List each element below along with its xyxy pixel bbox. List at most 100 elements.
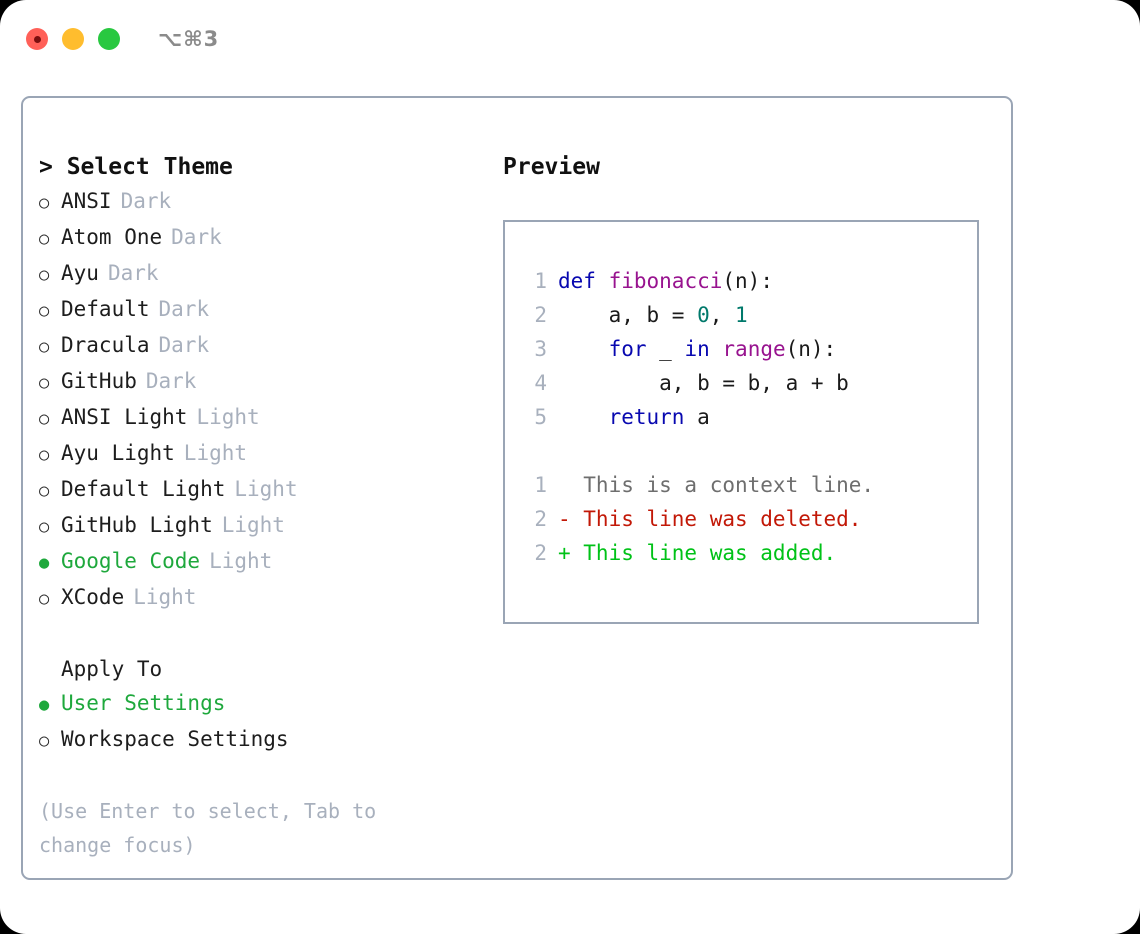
theme-option-name: GitHub Light bbox=[61, 513, 213, 537]
code-token bbox=[596, 269, 609, 293]
theme-option-variant: Dark bbox=[107, 261, 159, 285]
close-button[interactable] bbox=[26, 28, 48, 50]
radio-selected-icon: ● bbox=[39, 553, 50, 573]
apply-to-option-user-settings[interactable]: ●User Settings bbox=[39, 686, 493, 722]
theme-option-variant: Dark bbox=[171, 225, 222, 249]
theme-option-variant: Light bbox=[183, 441, 248, 465]
radio-unselected-icon: ○ bbox=[39, 373, 50, 393]
code-token: a, b = b, a + b bbox=[558, 371, 849, 395]
diff-preview: 1 This is a context line. 2 - This line wa… bbox=[519, 468, 977, 570]
line-number: 1 bbox=[534, 269, 547, 293]
theme-option-variant: Light bbox=[234, 477, 298, 501]
apply-to-option-workspace-settings[interactable]: ○ Workspace Settings bbox=[39, 722, 493, 758]
code-token: _ bbox=[646, 337, 685, 361]
code-token: a, b = bbox=[558, 303, 698, 327]
title-bar: ⌥⌘3 bbox=[0, 0, 1140, 78]
theme-option-ayu[interactable]: ○ Ayu Dark bbox=[39, 256, 493, 292]
theme-option-variant: Light bbox=[209, 549, 273, 573]
diff-text: - This line was deleted. bbox=[558, 507, 862, 531]
preview-title: Preview bbox=[503, 154, 600, 180]
line-number: 2 bbox=[534, 303, 547, 327]
theme-option-default[interactable]: ○ Default Dark bbox=[39, 292, 493, 328]
maximize-button[interactable] bbox=[98, 28, 120, 50]
minimize-button[interactable] bbox=[62, 28, 84, 50]
apply-to-option-name: Workspace Settings bbox=[61, 727, 289, 751]
keyboard-shortcut-label: ⌥⌘3 bbox=[158, 27, 220, 51]
radio-unselected-icon: ○ bbox=[39, 517, 50, 537]
theme-option-name: Default bbox=[61, 297, 150, 321]
apply-to-section: Apply To ●User Settings ○ Workspace Settin… bbox=[39, 652, 493, 758]
radio-unselected-icon: ○ bbox=[39, 301, 50, 321]
code-token: a bbox=[684, 405, 710, 429]
diff-line: 2 + This line was added. bbox=[519, 536, 977, 570]
theme-option-name: ANSI Light bbox=[61, 405, 188, 429]
code-token: , bbox=[709, 303, 736, 327]
theme-option-name: XCode bbox=[61, 585, 125, 609]
theme-option-name: Default Light bbox=[61, 477, 226, 501]
code-line: 1 def fibonacci(n): bbox=[519, 264, 977, 298]
theme-option-name: Dracula bbox=[61, 333, 150, 357]
line-number: 2 bbox=[534, 507, 547, 531]
line-number: 4 bbox=[534, 371, 547, 395]
code-token: 0 bbox=[697, 303, 710, 327]
code-token: (n): bbox=[722, 269, 773, 293]
line-number: 1 bbox=[534, 473, 547, 497]
radio-unselected-icon: ○ bbox=[39, 337, 50, 357]
theme-option-dracula[interactable]: ○ Dracula Dark bbox=[39, 328, 493, 364]
code-line: 5 return a bbox=[519, 400, 977, 434]
theme-option-name: Ayu Light bbox=[61, 441, 175, 465]
theme-option-variant: Light bbox=[196, 405, 260, 429]
theme-option-google-code[interactable]: ● Google Code Light bbox=[39, 544, 493, 580]
code-token bbox=[558, 405, 609, 429]
theme-option-name: Atom One bbox=[61, 225, 163, 249]
radio-unselected-icon: ○ bbox=[39, 481, 50, 501]
diff-line: 1 This is a context line. bbox=[519, 468, 977, 502]
line-number: 5 bbox=[534, 405, 547, 429]
code-diff-spacer bbox=[519, 434, 977, 468]
diff-line: 2 - This line was deleted. bbox=[519, 502, 977, 536]
theme-option-variant: Dark bbox=[158, 297, 210, 321]
theme-option-github-light[interactable]: ○ GitHub Light Light bbox=[39, 508, 493, 544]
select-theme-header: > Select Theme bbox=[39, 154, 233, 180]
line-number: 2 bbox=[534, 541, 547, 565]
radio-unselected-icon: ○ bbox=[39, 193, 50, 213]
diff-text: + This line was added. bbox=[558, 541, 837, 565]
code-preview: 1 def fibonacci(n): 2 a, b = 0, 1 3 for _ i… bbox=[519, 264, 977, 434]
theme-option-variant: Light bbox=[133, 585, 197, 609]
code-token: fibonacci bbox=[608, 269, 723, 293]
code-token: (n): bbox=[785, 337, 837, 361]
code-token: in bbox=[684, 337, 710, 361]
keyboard-hint-text: (Use Enter to select, Tab to change focu… bbox=[39, 799, 389, 857]
code-token: def bbox=[558, 269, 596, 293]
code-token: return bbox=[608, 405, 685, 429]
apply-to-label: Apply To bbox=[61, 657, 163, 681]
radio-unselected-icon: ○ bbox=[39, 265, 50, 285]
code-token bbox=[710, 337, 723, 361]
code-line: 4 a, b = b, a + b bbox=[519, 366, 977, 400]
radio-unselected-icon: ○ bbox=[39, 731, 50, 751]
theme-option-name: Ayu bbox=[61, 261, 99, 285]
radio-unselected-icon: ○ bbox=[39, 445, 50, 465]
radio-selected-icon: ● bbox=[39, 695, 50, 715]
code-token: range bbox=[722, 337, 786, 361]
theme-option-default-light[interactable]: ○ Default Light Light bbox=[39, 472, 493, 508]
theme-option-variant: Dark bbox=[158, 333, 210, 357]
code-token: for bbox=[608, 337, 647, 361]
theme-option-name: ANSI bbox=[61, 189, 112, 213]
theme-option-ayu-light[interactable]: ○ Ayu Light Light bbox=[39, 436, 493, 472]
apply-to-list[interactable]: ●User Settings ○ Workspace Settings bbox=[39, 686, 493, 758]
theme-option-variant: Light bbox=[221, 513, 285, 537]
theme-option-name: Google Code bbox=[61, 549, 201, 573]
code-line: 3 for _ in range(n): bbox=[519, 332, 977, 366]
theme-option-variant: Dark bbox=[145, 369, 197, 393]
